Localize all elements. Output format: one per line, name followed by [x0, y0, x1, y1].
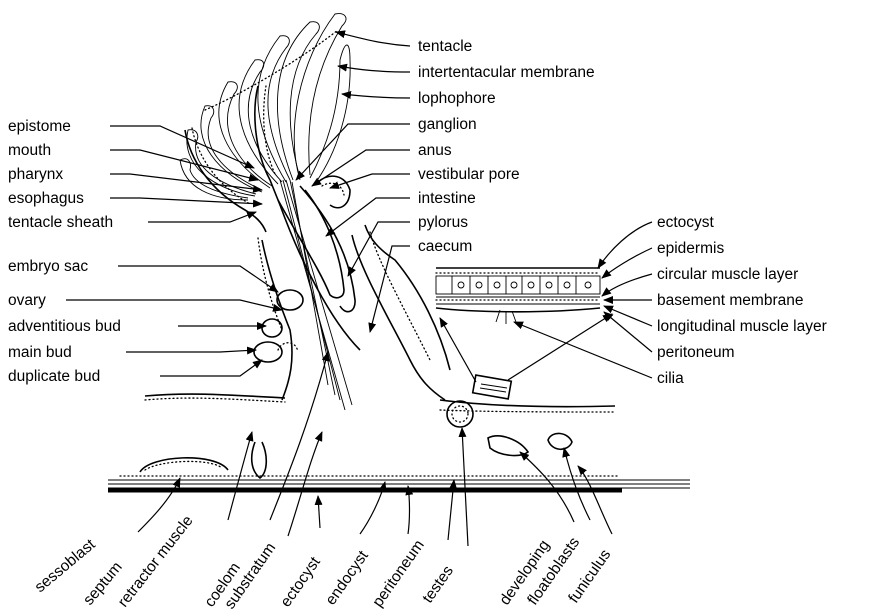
label-adventitious-bud: adventitious bud	[8, 318, 121, 335]
label-tentacle: tentacle	[418, 38, 472, 55]
label-esophagus: esophagus	[8, 190, 84, 207]
label-intestine: intestine	[418, 190, 476, 207]
tentacle-crown	[180, 14, 350, 200]
label-embryo-sac: embryo sac	[8, 258, 88, 275]
labels-left: epistome mouth pharynx esophagus tentacl…	[8, 118, 121, 385]
labels-inset: ectocyst epidermis circular muscle layer…	[657, 214, 827, 387]
label-ectocyst-inset: ectocyst	[657, 214, 715, 231]
label-pharynx: pharynx	[8, 166, 63, 183]
label-circular-muscle-layer: circular muscle layer	[657, 266, 798, 283]
label-epistome: epistome	[8, 118, 71, 135]
label-longitudinal-muscle-layer: longitudinal muscle layer	[657, 318, 827, 335]
label-epidermis: epidermis	[657, 240, 724, 257]
label-cilia: cilia	[657, 370, 684, 387]
label-ovary: ovary	[8, 292, 46, 309]
histology-inset	[436, 268, 600, 324]
label-testes: testes	[419, 562, 457, 606]
label-ectocyst-bottom: ectocyst	[277, 553, 324, 610]
label-main-bud: main bud	[8, 344, 72, 361]
leader-lines	[66, 32, 652, 546]
label-basement-membrane: basement membrane	[657, 292, 803, 309]
label-mouth: mouth	[8, 142, 51, 159]
labels-bottom: sessoblast septum retractor muscle coelo…	[32, 512, 615, 612]
label-anus: anus	[418, 142, 452, 159]
label-peritoneum-inset: peritoneum	[657, 344, 735, 361]
label-tentacle-sheath: tentacle sheath	[8, 214, 113, 231]
label-retractor-muscle: retractor muscle	[115, 512, 197, 610]
label-endocyst: endocyst	[322, 547, 372, 608]
label-ganglion: ganglion	[418, 116, 477, 133]
label-caecum: caecum	[418, 238, 472, 255]
label-duplicate-bud: duplicate bud	[8, 368, 100, 385]
label-intertentacular-membrane: intertentacular membrane	[418, 64, 595, 81]
labels-right: tentacle intertentacular membrane lophop…	[418, 38, 595, 255]
label-peritoneum-bottom: peritoneum	[369, 537, 427, 610]
label-vestibular-pore: vestibular pore	[418, 166, 520, 183]
label-lophophore: lophophore	[418, 90, 496, 107]
label-pylorus: pylorus	[418, 214, 468, 231]
organism-drawing	[108, 14, 690, 490]
